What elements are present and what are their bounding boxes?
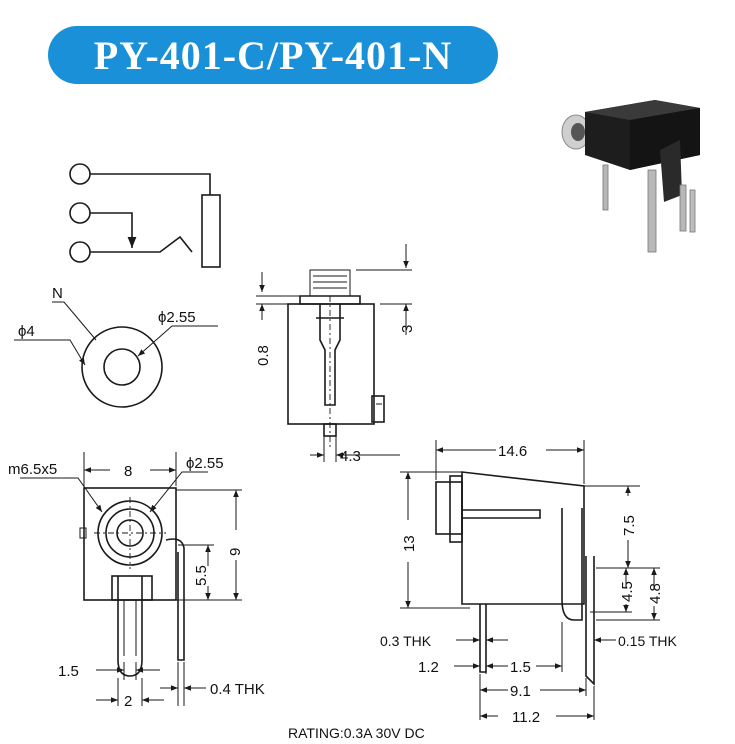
dim-4-3: 4.3 — [340, 448, 361, 465]
dim-4-5: 4.5 — [619, 581, 636, 602]
dim-1-5-profile: 1.5 — [510, 659, 531, 676]
dim-14-6: 14.6 — [498, 443, 527, 460]
dim-5-5: 5.5 — [193, 565, 210, 586]
dim-9: 9 — [227, 548, 244, 556]
dim-11-2: 11.2 — [512, 709, 540, 726]
profile-view: 14.6 13 7.5 4.5 4.8 0.3 THK 0.15 THK 1.2… — [380, 440, 678, 726]
dim-0-8: 0.8 — [255, 345, 272, 366]
front-view: m6.5x5 8 ϕ2.55 5.5 9 1.5 2 0.4 THK — [8, 452, 265, 710]
thk-0-3: 0.3 THK — [380, 633, 432, 649]
product-photo — [561, 100, 700, 253]
thread-label: m6.5x5 — [8, 461, 57, 478]
dim-4-8: 4.8 — [647, 583, 664, 604]
thk-0-4: 0.4 THK — [210, 681, 265, 698]
rating-label: RATING:0.3A 30V DC — [288, 725, 425, 741]
dim-2: 2 — [124, 693, 132, 710]
pin-n-label: N — [52, 285, 63, 302]
dim-3: 3 — [399, 325, 416, 333]
dim-8: 8 — [124, 463, 132, 480]
outer-dia-label: ϕ4 — [18, 323, 35, 340]
ring-top-view: N ϕ4 ϕ2.55 — [14, 285, 218, 408]
inner-dia-label: ϕ2.55 — [158, 309, 196, 326]
side-view: 0.8 3 4.3 — [255, 244, 416, 465]
dim-1-2: 1.2 — [418, 659, 439, 676]
title-badge: PY-401-C/PY-401-N — [48, 26, 498, 84]
thk-0-15: 0.15 THK — [618, 633, 678, 649]
dim-7-5: 7.5 — [621, 515, 638, 536]
dim-13: 13 — [401, 535, 418, 552]
bore-label: ϕ2.55 — [186, 455, 224, 472]
circuit-schematic — [69, 163, 221, 268]
dim-1-5: 1.5 — [58, 663, 79, 680]
page-title: PY-401-C/PY-401-N — [93, 32, 453, 78]
dim-9-1: 9.1 — [510, 683, 531, 700]
